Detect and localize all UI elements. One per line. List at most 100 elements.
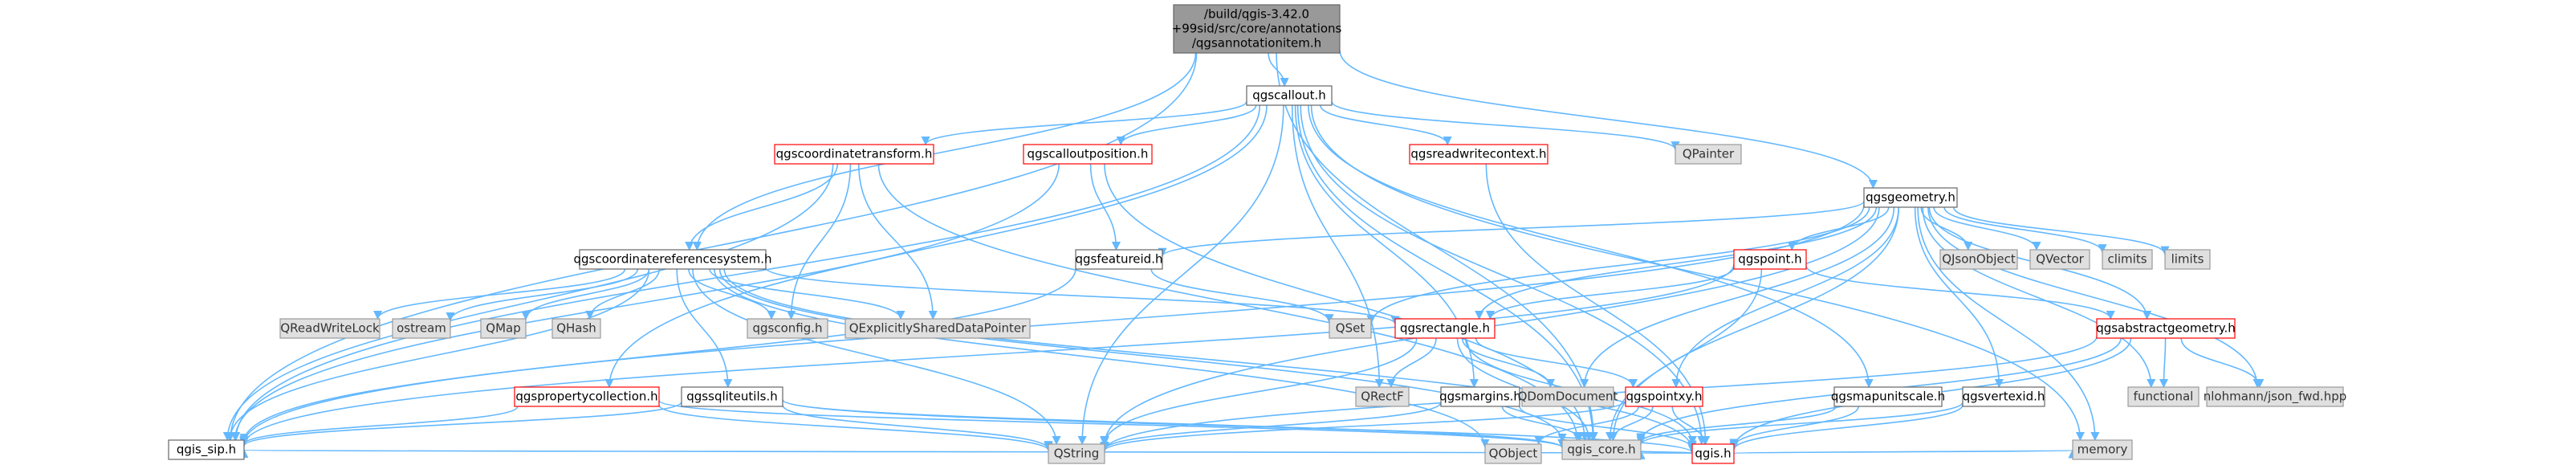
- node-QMap: QMap: [480, 318, 527, 339]
- node-climits: climits: [2102, 249, 2153, 270]
- node-label-root: /qgsannotationitem.h: [1192, 36, 1321, 51]
- node-QString: QString: [1048, 443, 1105, 464]
- edge-qgsfeatureid-to-QSet: [1150, 268, 1334, 324]
- edge-qgscrs-to-qgis: [723, 268, 1697, 451]
- node-box-qgspropertycollection: [514, 386, 660, 407]
- edge-qgscalloutposition-to-qgis_sip: [230, 163, 1060, 442]
- node-box-qgsgeometry: [1863, 187, 1958, 208]
- node-qgsrectangle[interactable]: qgsrectangle.h: [1394, 318, 1496, 339]
- node-qgsmapunitscale[interactable]: qgsmapunitscale.h: [1831, 386, 1945, 407]
- node-label-qgscalloutposition: qgscalloutposition.h: [1028, 147, 1149, 161]
- node-label-QPainter: QPainter: [1683, 147, 1735, 161]
- node-qgis[interactable]: qgis.h: [1691, 443, 1735, 464]
- node-label-QExplicitlySharedDataPointer: QExplicitlySharedDataPointer: [849, 321, 1027, 336]
- edge-qgspointxy-to-QObject: [1534, 406, 1640, 446]
- node-label-climits: climits: [2107, 252, 2147, 267]
- node-QVector: QVector: [2029, 249, 2090, 270]
- node-box-qgsreadwritecontext: [1409, 144, 1548, 165]
- node-box-climits: [2102, 249, 2153, 270]
- node-label-qgsmapunitscale: qgsmapunitscale.h: [1831, 390, 1945, 404]
- node-qgspointxy[interactable]: qgspointxy.h: [1625, 386, 1703, 407]
- edge-qgscallout-to-QString: [1077, 104, 1284, 446]
- node-box-root: [1173, 4, 1341, 54]
- edge-qgssqliteutils-to-QString: [782, 405, 1053, 451]
- node-root[interactable]: /build/qgis-3.42.0+99sid/src/core/annota…: [1172, 4, 1342, 54]
- node-nlohmann: nlohmann/json_fwd.hpp: [2204, 386, 2347, 407]
- edge-qgsmargins-to-qgis: [1519, 406, 1697, 450]
- edge-qgsrectangle-to-qgspointxy: [1475, 337, 1638, 389]
- node-box-QExplicitlySharedDataPointer: [844, 318, 1031, 339]
- node-box-qgis: [1691, 443, 1735, 464]
- edge-qgspoint-to-qgis_core: [1605, 268, 1763, 442]
- nodes-layer: /build/qgis-3.42.0+99sid/src/core/annota…: [168, 4, 2347, 464]
- node-label-qgis_sip: qgis_sip.h: [177, 443, 236, 458]
- node-qgscallout[interactable]: qgscallout.h: [1246, 85, 1333, 106]
- node-box-nlohmann: [2206, 386, 2344, 407]
- node-label-qgspropertycollection: qgspropertycollection.h: [515, 390, 657, 404]
- node-qgsvertexid[interactable]: qgsvertexid.h: [1962, 386, 2045, 407]
- node-box-qgssqliteutils: [681, 386, 783, 407]
- node-qgis_sip[interactable]: qgis_sip.h: [168, 439, 245, 460]
- node-qgsfeatureid[interactable]: qgsfeatureid.h: [1075, 249, 1163, 270]
- node-QDomDocument: QDomDocument: [1518, 386, 1618, 407]
- node-box-qgsmargins: [1440, 386, 1520, 407]
- node-box-qgsmapunitscale: [1833, 386, 1943, 407]
- node-qgsreadwritecontext[interactable]: qgsreadwritecontext.h: [1409, 144, 1548, 165]
- node-box-functional: [2127, 386, 2200, 407]
- node-qgsmargins[interactable]: qgsmargins.h: [1439, 386, 1521, 407]
- edge-qgspointxy-to-QString: [1100, 399, 1626, 452]
- node-label-QRectF: QRectF: [1361, 390, 1404, 404]
- node-qgscrs[interactable]: qgscoordinatereferencesystem.h: [574, 249, 772, 270]
- edge-qgis-to-qgis_sip: [243, 449, 1693, 459]
- node-box-QString: [1048, 443, 1105, 464]
- node-label-qgsconfig: qgsconfig.h: [752, 321, 822, 336]
- edge-qgscrs-to-qgis_sip: [225, 268, 650, 442]
- edge-qgsabstractgeometry-to-functional: [2159, 337, 2169, 389]
- node-qgsgeometry[interactable]: qgsgeometry.h: [1863, 187, 1958, 208]
- edge-qgscrs-to-ostream: [446, 268, 639, 322]
- node-label-nlohmann: nlohmann/json_fwd.hpp: [2204, 390, 2347, 405]
- edge-root-to-qgsgeometry: [1339, 50, 1878, 190]
- node-label-qgssqliteutils: qgssqliteutils.h: [686, 390, 777, 404]
- node-label-QHash: QHash: [556, 321, 596, 336]
- edge-qgscallout-to-QPainter: [1331, 101, 1680, 151]
- edge-qgsvertexid-to-qgis_core: [1636, 402, 1964, 446]
- edge-qgsgeometry-to-qgspointxy: [1671, 206, 1899, 389]
- node-box-QObject: [1484, 443, 1542, 464]
- node-label-qgis: qgis.h: [1695, 447, 1731, 461]
- edge-qgspoint-to-qgsrectangle: [1486, 267, 1735, 320]
- node-box-QDomDocument: [1521, 386, 1614, 407]
- edge-qgsvertexid-to-qgis: [1729, 404, 1964, 451]
- edge-qgscrs-to-QReadWriteLock: [373, 268, 626, 320]
- edge-qgsgeometry-to-QVector: [1933, 206, 2041, 251]
- edge-qgsrectangle-to-QString: [1100, 337, 1418, 446]
- node-qgspoint[interactable]: qgspoint.h: [1733, 249, 1807, 270]
- edge-qgsgeometry-to-climits: [1943, 206, 2107, 254]
- edge-qgscrs-to-qgsconfig: [688, 268, 776, 320]
- node-label-QJsonObject: QJsonObject: [1942, 252, 2016, 267]
- edge-qgscallout-to-qgspropertycollection: [604, 104, 1268, 389]
- edge-qgscrs-to-qgssqliteutils: [676, 268, 733, 389]
- node-label-QString: QString: [1054, 447, 1100, 461]
- node-box-qgscoordinatetransform: [774, 144, 934, 165]
- node-label-QObject: QObject: [1489, 447, 1538, 461]
- node-box-qgscalloutposition: [1023, 144, 1153, 165]
- node-qgspropertycollection[interactable]: qgspropertycollection.h: [514, 386, 660, 407]
- node-box-qgspoint: [1733, 249, 1807, 270]
- node-qgscoordinatetransform[interactable]: qgscoordinatetransform.h: [774, 144, 934, 165]
- node-box-QSet: [1329, 318, 1372, 339]
- node-label-qgsvertexid: qgsvertexid.h: [1963, 390, 2045, 404]
- node-qgscalloutposition[interactable]: qgscalloutposition.h: [1023, 144, 1153, 165]
- node-qgsabstractgeometry[interactable]: qgsabstractgeometry.h: [2096, 318, 2236, 339]
- node-qgssqliteutils[interactable]: qgssqliteutils.h: [681, 386, 783, 407]
- node-box-QHash: [551, 318, 601, 339]
- node-QSet: QSet: [1329, 318, 1372, 339]
- edge-root-to-qgscrs: [692, 52, 1197, 251]
- node-label-qgsreadwritecontext: qgsreadwritecontext.h: [1410, 147, 1546, 161]
- edge-qgssqliteutils-to-qgis_core: [782, 399, 1567, 449]
- edge-qgscallout-to-QRectF: [1291, 104, 1384, 389]
- node-label-QVector: QVector: [2036, 252, 2084, 267]
- node-box-QVector: [2029, 249, 2090, 270]
- node-label-root: +99sid/src/core/annotations: [1172, 22, 1342, 36]
